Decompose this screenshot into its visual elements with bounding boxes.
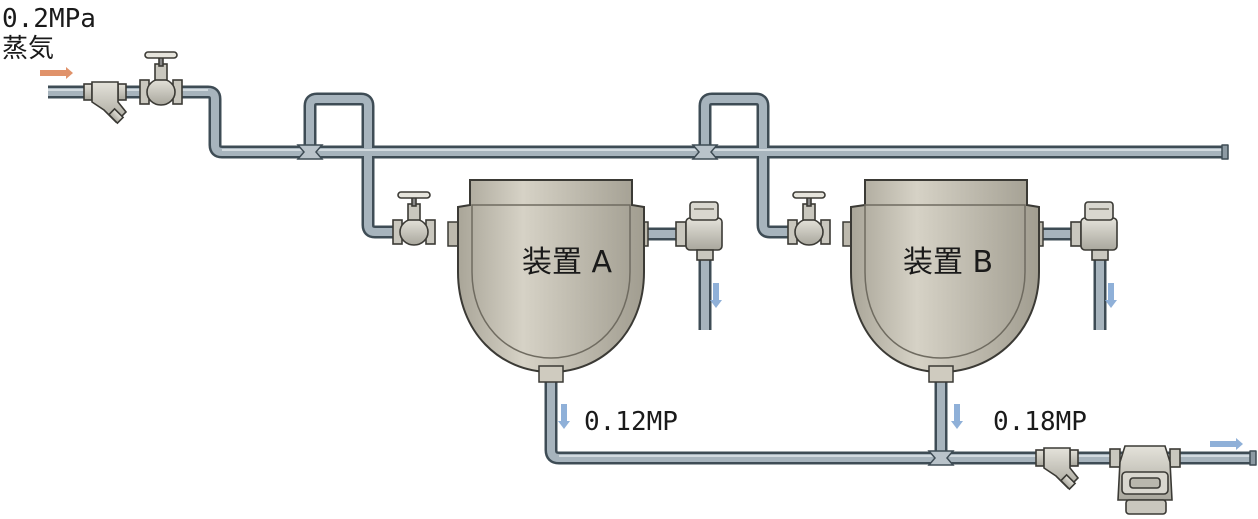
strainer-inlet (83, 81, 128, 125)
vessel-b (842, 179, 1044, 383)
steam-inflow-arrow-icon (40, 67, 73, 79)
device-b-label: 装置 B (903, 245, 994, 280)
float-trap (1109, 445, 1181, 515)
condensate-outflow-arrow-icon (1210, 438, 1243, 450)
vessel-a (447, 179, 649, 383)
globe-valve-b (787, 191, 831, 246)
pressure-a-label: 0.12MP (584, 407, 678, 437)
steam-trap-b (1070, 201, 1118, 261)
globe-valve-a (392, 191, 436, 246)
drain-arrow-a-icon (710, 283, 722, 308)
tee-joints (296, 144, 955, 466)
globe-valve-inlet (139, 51, 183, 106)
steam-inlet-pipe (48, 85, 1225, 159)
strainer-outlet (1035, 447, 1080, 491)
pipe-network (48, 85, 1257, 466)
steam-label: 蒸気 (2, 34, 55, 64)
device-a-label: 装置 A (522, 245, 613, 280)
bypass-loop-a (303, 92, 395, 239)
condensate-arrow-b-icon (951, 404, 963, 429)
steam-pressure-label: 0.2MPa (2, 4, 96, 34)
flow-arrows (40, 67, 1243, 450)
steam-trap-a (675, 201, 723, 261)
drain-arrow-b-icon (1105, 283, 1117, 308)
condensate-arrow-a-icon (558, 404, 570, 429)
pressure-b-label: 0.18MP (993, 407, 1087, 437)
